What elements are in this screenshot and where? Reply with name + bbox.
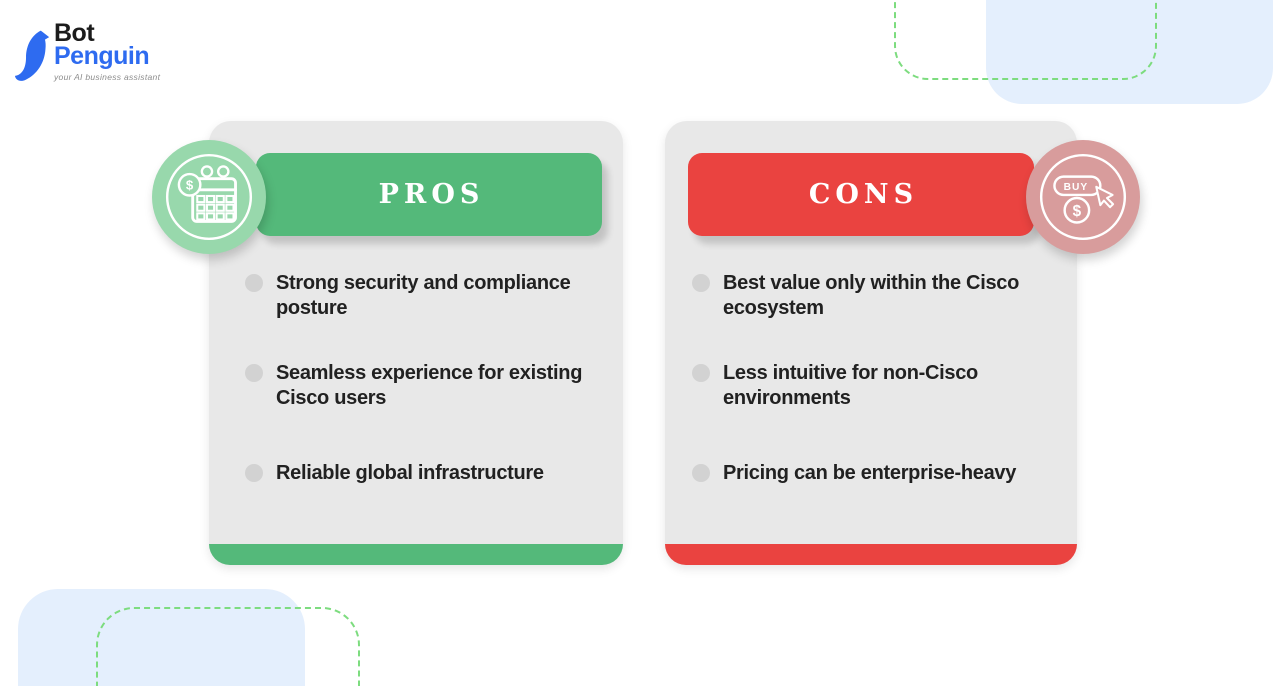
- list-item: Reliable global infrastructure: [245, 461, 628, 486]
- list-item: Strong security and compliance posture: [245, 271, 628, 321]
- logo-word-bot: Bot: [54, 19, 95, 47]
- calendar-dollar-icon-graphic: $: [165, 153, 253, 241]
- cons-bottom-strip: [665, 544, 1077, 565]
- cons-card: CONS BUY $ Best value only within the Ci…: [665, 121, 1140, 565]
- item-text: Seamless experience for existing Cisco u…: [276, 362, 583, 409]
- logo-tagline: your AI business assistant: [54, 72, 161, 82]
- botpenguin-logo: Bot Penguin your AI business assistant: [14, 19, 161, 85]
- calendar-dollar-icon: $: [152, 140, 266, 254]
- item-text: Strong security and compliance posture: [276, 272, 571, 319]
- dollar-glyph: $: [1073, 203, 1082, 220]
- bullet-dot-icon: [245, 364, 263, 382]
- list-item: Less intuitive for non-Cisco environment…: [692, 361, 1075, 411]
- pros-bottom-strip: [209, 544, 623, 565]
- buy-click-dollar-icon-graphic: BUY $: [1039, 153, 1127, 241]
- dollar-glyph: $: [186, 177, 194, 192]
- cons-header-bar: CONS: [688, 153, 1034, 236]
- logo-word-penguin: Penguin: [54, 42, 150, 70]
- list-item: Best value only within the Cisco ecosyst…: [692, 271, 1075, 321]
- list-item: Pricing can be enterprise-heavy: [692, 461, 1075, 486]
- bullet-dot-icon: [245, 274, 263, 292]
- buy-label: BUY: [1064, 182, 1089, 193]
- item-text: Best value only within the Cisco ecosyst…: [723, 272, 1020, 319]
- bullet-dot-icon: [692, 274, 710, 292]
- decor-dashed-rect-bottom-left: [96, 607, 360, 686]
- cursor-arrow-icon: [1095, 185, 1115, 209]
- item-text: Less intuitive for non-Cisco environment…: [723, 362, 978, 409]
- decor-dashed-rect-top-right: [894, 0, 1157, 80]
- decor-blue-rect-bottom-left: [18, 589, 305, 686]
- pros-card: PROS: [152, 121, 623, 565]
- item-text: Pricing can be enterprise-heavy: [723, 462, 1017, 484]
- cons-title: CONS: [808, 179, 919, 210]
- item-text: Reliable global infrastructure: [276, 462, 544, 484]
- bullet-dot-icon: [692, 364, 710, 382]
- buy-click-dollar-icon: BUY $: [1026, 140, 1140, 254]
- logo-wordmark: Bot Penguin your AI business assistant: [54, 19, 161, 83]
- bullet-dot-icon: [692, 464, 710, 482]
- bullet-dot-icon: [245, 464, 263, 482]
- pros-title: PROS: [378, 179, 485, 210]
- list-item: Seamless experience for existing Cisco u…: [245, 361, 628, 411]
- pros-header-bar: PROS: [256, 153, 602, 236]
- penguin-icon: [14, 30, 50, 81]
